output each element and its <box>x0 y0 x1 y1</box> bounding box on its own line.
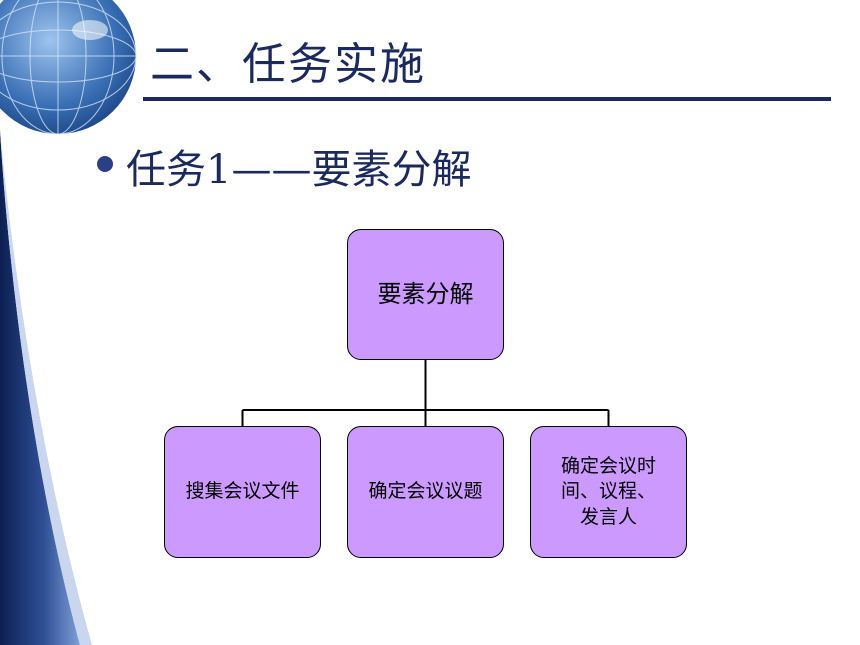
node-child-3: 确定会议时 间、议程、 发言人 <box>530 426 687 558</box>
node-root: 要素分解 <box>347 229 504 360</box>
node-child-1: 搜集会议文件 <box>164 426 321 558</box>
slide-title: 二、任务实施 <box>150 39 426 90</box>
title-underline <box>143 97 831 101</box>
node-child-2: 确定会议议题 <box>347 426 504 558</box>
task-heading: 任务1——要素分解 <box>126 147 472 193</box>
bullet-dot <box>97 156 113 172</box>
